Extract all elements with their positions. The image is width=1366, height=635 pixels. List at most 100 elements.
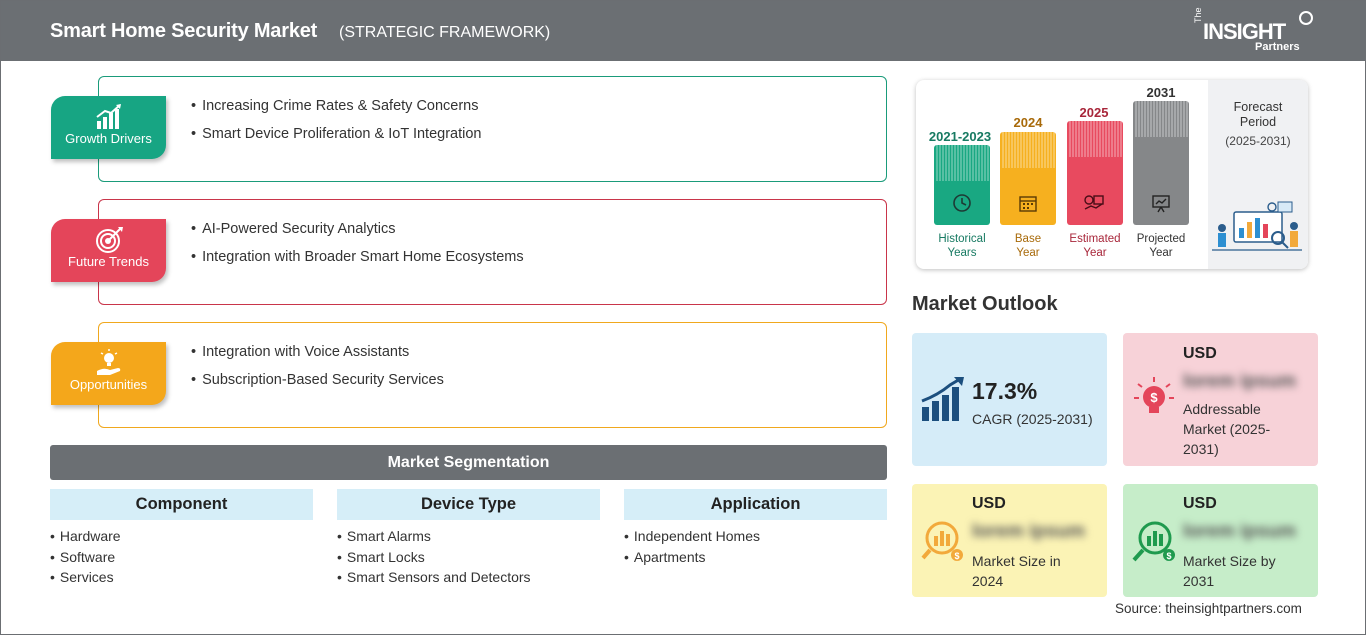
timeline-caption-line: Year [1016,247,1040,259]
forecast-title-line: Period [1239,115,1277,129]
magnifier-chart-icon: $ [1132,521,1175,562]
segment-list: Independent Homes Apartments [624,526,887,567]
growth-drivers-list: Increasing Crime Rates & Safety Concerns… [191,97,481,153]
cagr-caption: CAGR (2025-2031) [972,411,1093,427]
timeline-caption-projected: Projected Year [1126,232,1196,260]
opportunities-badge: Opportunities [51,342,166,405]
growth-chart-icon [95,104,121,129]
forecast-period-range: (2025-2031) [1225,134,1291,148]
forecast-title-line: Forecast [1233,100,1283,114]
history-clock-icon [953,194,971,212]
opportunities-label: Opportunities [69,377,148,392]
timeline-caption-line: Estimated [1069,233,1121,245]
future-trends-box: AI-Powered Security Analytics Integratio… [98,199,887,305]
segment-header: Application [624,489,887,520]
timeline-caption-line: Year [1149,247,1173,259]
insight-partners-logo: The INSIGHT Partners [1193,7,1313,55]
lightbulb-hand-icon [96,349,120,375]
target-icon [95,227,123,253]
timeline-year-historical: 2021-2023 [928,129,992,144]
logo-the: The [1193,7,1203,23]
list-item: AI-Powered Security Analytics [191,220,524,248]
list-item: Hardware [50,526,313,547]
segment-header: Device Type [337,489,600,520]
market-size-2031-card: $ USD lorem ipsum Market Size by 2031 [1123,484,1318,597]
market-outlook-title: Market Outlook [912,293,1058,315]
timeline-bar-graphic [1069,121,1122,157]
segment-device-type: Device Type Smart Alarms Smart Locks Sma… [337,489,600,588]
logo-bulb-icon [1299,11,1313,25]
timeline-caption-estimated: Estimated Year [1060,232,1130,260]
page-subtitle: (STRATEGIC FRAMEWORK) [339,24,551,41]
future-trends-badge: Future Trends [51,219,166,282]
list-item: Smart Locks [337,547,600,568]
list-item: Independent Homes [624,526,887,547]
timeline-bar-graphic [1002,132,1055,168]
segment-application: Application Independent Homes Apartments [624,489,887,567]
list-item: Services [50,567,313,588]
addressable-market-card: $ USD lorem ipsum Addressable Market (20… [1123,333,1318,466]
timeline-panel: 2021-2023 Historical Years 2024 Base Yea… [916,80,1308,269]
opportunities-list: Integration with Voice Assistants Subscr… [191,343,444,399]
calendar-icon [1019,196,1037,212]
timeline-bar-projected [1133,101,1189,225]
cagr-card: 17.3% CAGR (2025-2031) [912,333,1107,466]
timeline-year-projected: 2031 [1146,85,1176,100]
list-item: Smart Sensors and Detectors [337,567,600,588]
market-size-2024-caption: Market Size in 2024 [972,553,1061,589]
logo-partners: Partners [1255,41,1300,53]
market-size-2024-usd: USD [972,495,1006,512]
growth-drivers-label: Growth Drivers [65,131,152,146]
market-size-2031-caption: Market Size by 2031 [1183,553,1276,589]
list-item: Integration with Broader Smart Home Ecos… [191,248,524,276]
timeline-caption-line: Projected [1136,233,1186,245]
future-trends-label: Future Trends [68,254,149,269]
segment-header: Component [50,489,313,520]
list-item: Integration with Voice Assistants [191,343,444,371]
timeline-caption-line: Base [1014,233,1042,245]
timeline-bar-graphic [1135,101,1188,137]
addressable-caption: Addressable Market (2025-2031) [1183,401,1271,457]
timeline-year-base: 2024 [1013,115,1043,130]
presentation-board-icon [1152,195,1170,213]
list-item: Increasing Crime Rates & Safety Concerns [191,97,481,125]
logo-insight: INSIGHT [1203,19,1286,44]
timeline-bar-base [1000,132,1056,225]
addressable-hidden-value: lorem ipsum [1183,371,1296,392]
growth-drivers-box: Increasing Crime Rates & Safety Concerns… [98,76,887,182]
timeline-caption-line: Historical [938,233,986,245]
dollar-bulb-icon: $ [1134,377,1174,413]
timeline-caption-line: Year [1083,247,1107,259]
list-item: Subscription-Based Security Services [191,371,444,399]
market-size-2031-usd: USD [1183,495,1217,512]
source-credit: Source: theinsightpartners.com [1115,601,1302,616]
future-trends-list: AI-Powered Security Analytics Integratio… [191,220,524,276]
market-size-2024-hidden-value: lorem ipsum [972,521,1085,542]
analysts-illustration-icon [1212,201,1302,251]
estimate-gear-chart-icon [1084,195,1104,210]
svg-text:$: $ [1166,551,1171,561]
list-item: Software [50,547,313,568]
list-item: Smart Device Proliferation & IoT Integra… [191,125,481,153]
forecast-period-title: Forecast Period [1214,100,1302,130]
timeline-year-estimated: 2025 [1079,105,1109,120]
opportunities-box: Integration with Voice Assistants Subscr… [98,322,887,428]
magnifier-chart-icon: $ [921,521,963,561]
market-size-2024-card: $ USD lorem ipsum Market Size in 2024 [912,484,1107,597]
svg-text:$: $ [1150,390,1158,405]
cagr-value: 17.3% [972,378,1038,404]
page-title: Smart Home Security Market [50,20,318,42]
list-item: Smart Alarms [337,526,600,547]
svg-text:$: $ [954,551,959,561]
growth-drivers-badge: Growth Drivers [51,96,166,159]
segment-list: Hardware Software Services [50,526,313,588]
timeline-caption-line: Years [947,247,977,259]
market-segmentation-bar: Market Segmentation [50,445,887,480]
list-item: Apartments [624,547,887,568]
header-bar: Smart Home Security Market (STRATEGIC FR… [1,1,1366,61]
timeline-caption-base: Base Year [993,232,1063,260]
segment-list: Smart Alarms Smart Locks Smart Sensors a… [337,526,600,588]
rising-bar-chart-icon [921,377,964,421]
segment-component: Component Hardware Software Services [50,489,313,588]
